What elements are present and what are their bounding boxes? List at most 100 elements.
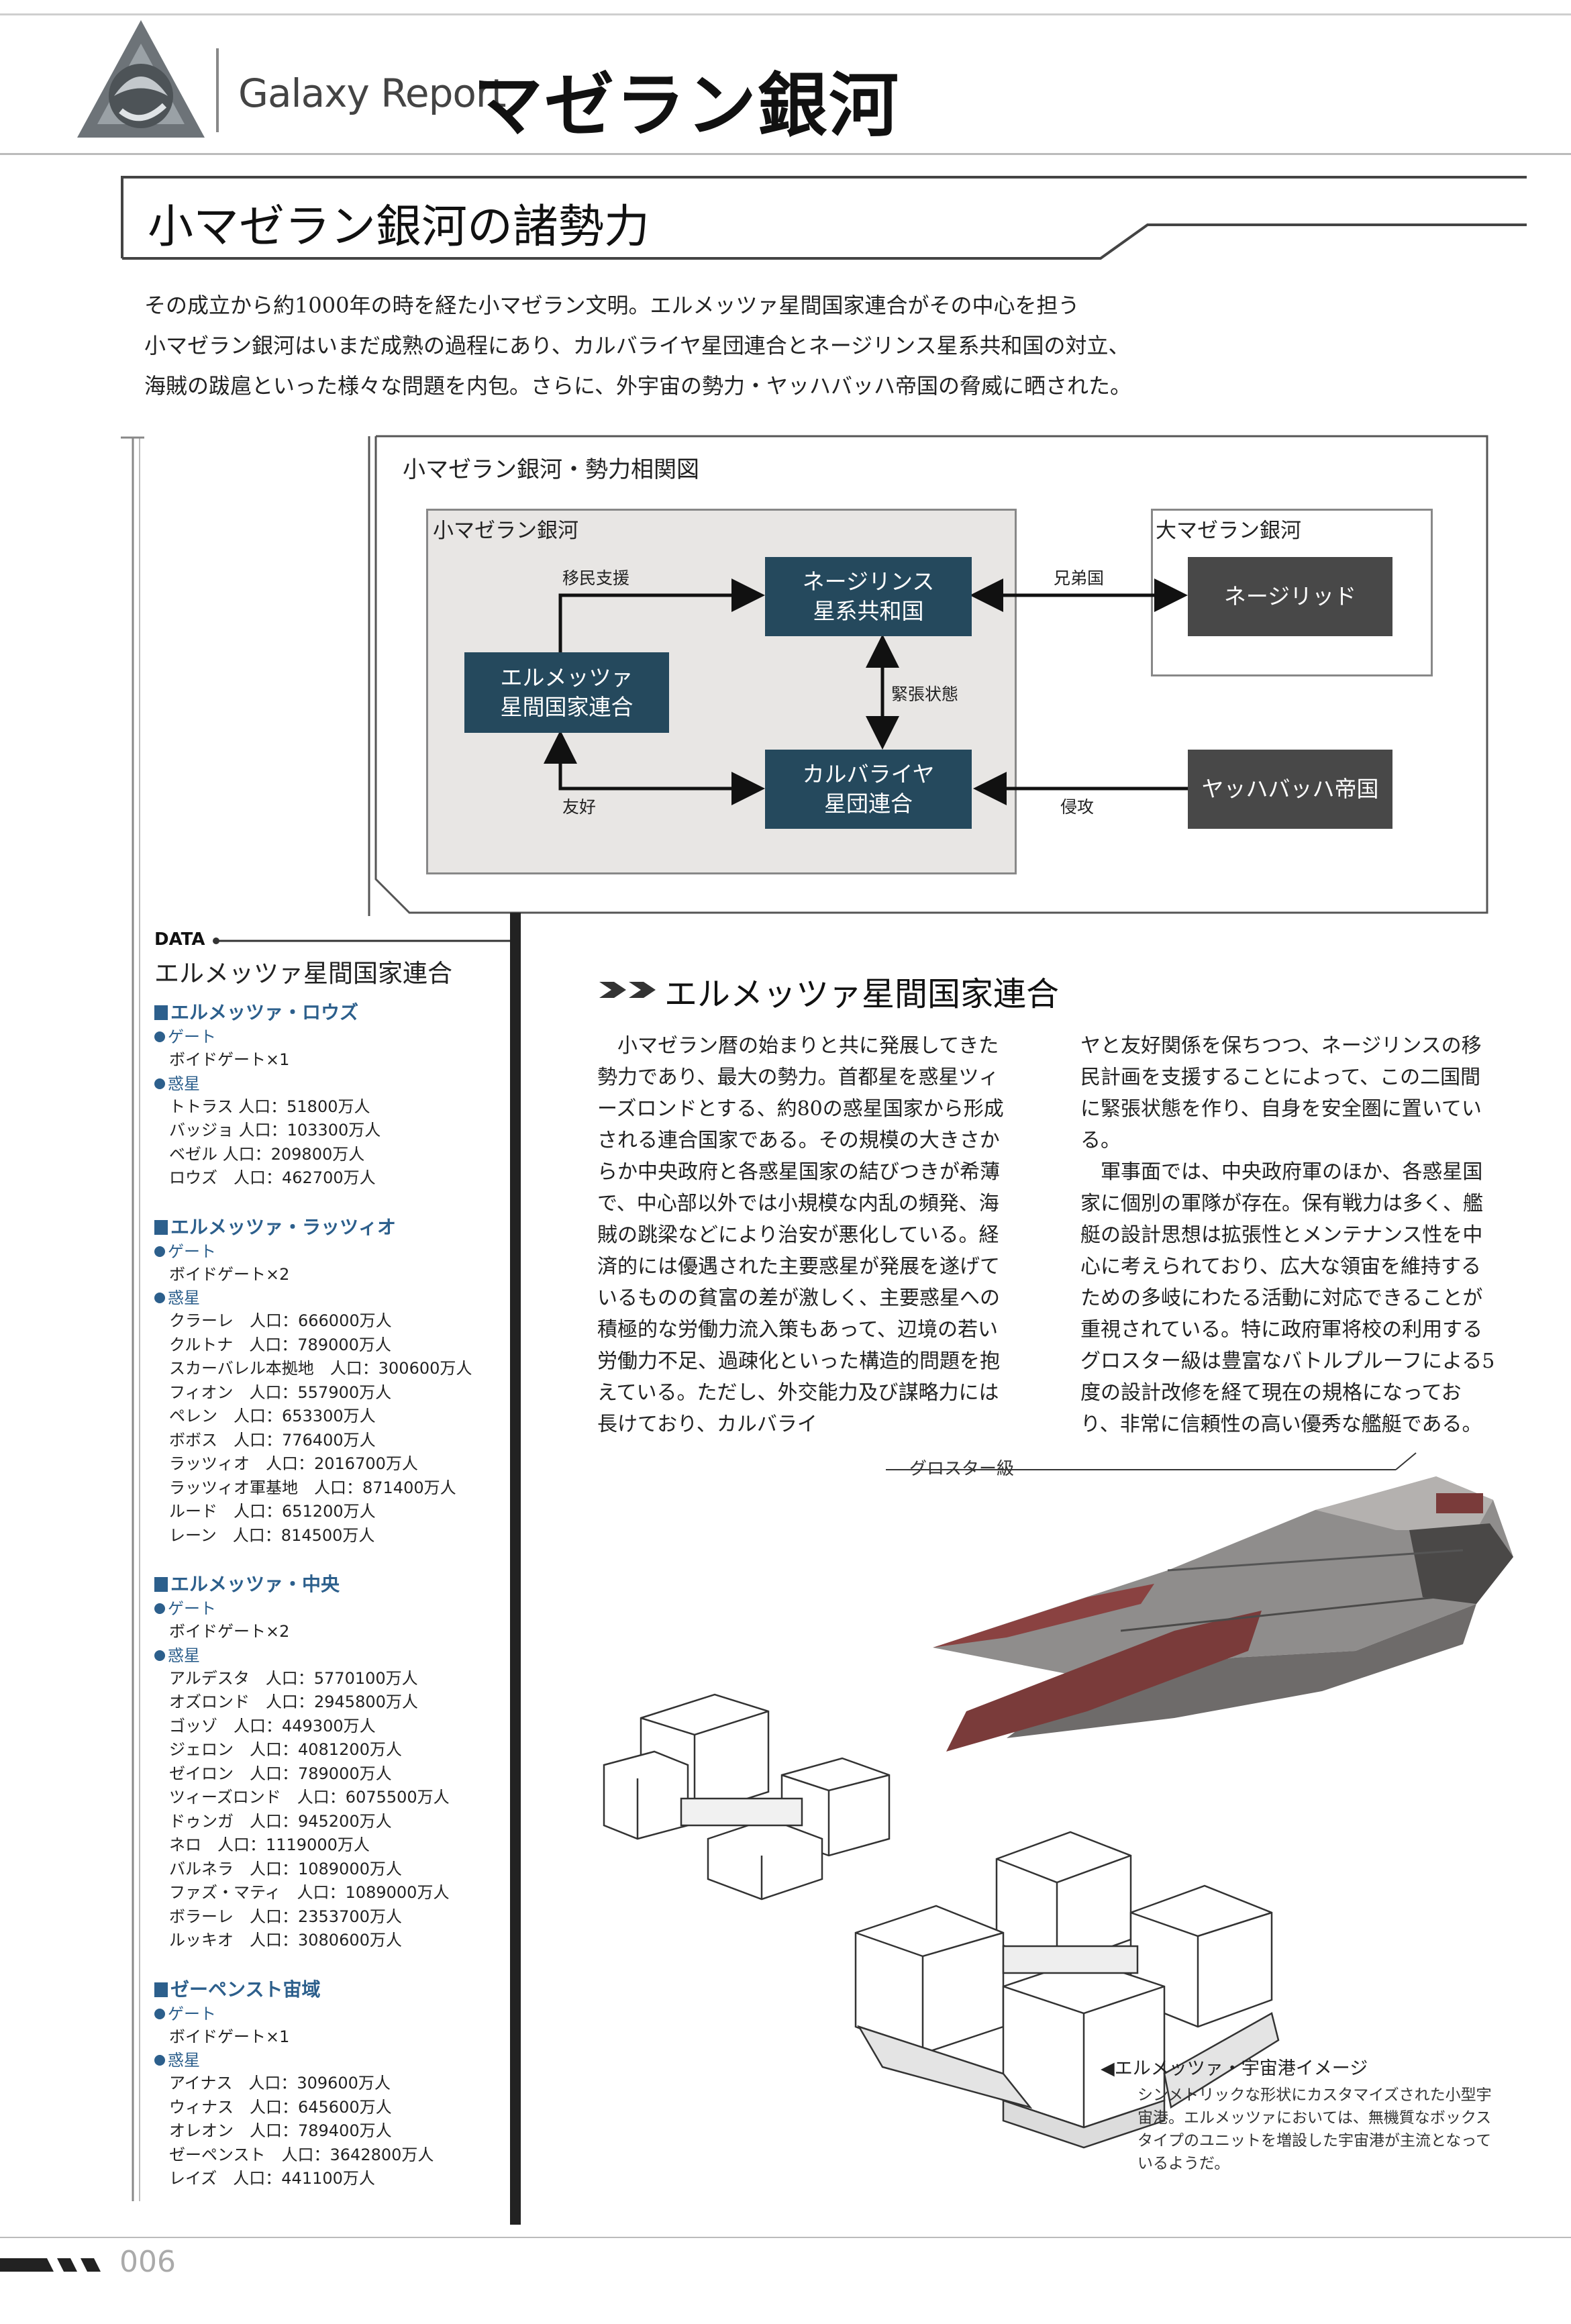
header-rule [0, 153, 1571, 155]
node-yahhabach: ヤッハバッハ帝国 [1188, 750, 1392, 829]
dot-bullet-icon [154, 1603, 165, 1614]
planet-row: レイズ 人口：441100万人 [169, 2169, 375, 2188]
section-title: 小マゼラン銀河の諸勢力 [148, 201, 650, 254]
footer-rule [0, 2237, 1571, 2272]
edge-friendship [544, 730, 765, 805]
region-block: エルメッツァ・ラッツィオ ゲート ボイドゲート×2 惑星 クラーレ 人口：666… [154, 1215, 490, 1548]
header-top-rule [0, 13, 1571, 15]
gate-value: ボイドゲート×2 [169, 1264, 290, 1284]
planet-heading: 惑星 [154, 1644, 490, 1667]
intro-line: 海賊の跋扈といった様々な問題を内包。さらに、外宇宙の勢力・ヤッハバッハ帝国の脅威… [144, 373, 1132, 399]
planet-row: ルード 人口：651200万人 [169, 1502, 376, 1521]
gate-label: ゲート [168, 1242, 216, 1261]
data-sidebar-frame [121, 436, 510, 2201]
planet-row: ドゥンガ 人口：945200万人 [169, 1811, 392, 1831]
planet-row: ツィーズロンド 人口：6075500万人 [169, 1788, 450, 1807]
node-nejirid: ネージリッド [1188, 557, 1392, 636]
article-column-1: 小マゼラン暦の始まりと共に発展してきた勢力であり、最大の勢力。首都星を惑星ツィー… [597, 1030, 1013, 1440]
ship-caption: グロスター級 [909, 1459, 1015, 1479]
planet-label: 惑星 [168, 1289, 200, 1307]
planet-row: ゼイロン 人口：789000万人 [169, 1764, 392, 1783]
region-block: ゼーペンスト宙域 ゲート ボイドゲート×1 惑星 アイナス 人口：309600万… [154, 1977, 490, 2191]
planet-row: スカーバレル本拠地 人口：300600万人 [169, 1359, 472, 1378]
gate-heading: ゲート [154, 1025, 490, 1048]
planet-row: ジェロン 人口：4081200万人 [169, 1740, 402, 1759]
data-title: エルメッツァ星間国家連合 [154, 959, 452, 988]
planet-row: オレオン 人口：789400万人 [169, 2121, 392, 2140]
planet-row: フィオン 人口：557900万人 [169, 1382, 392, 1402]
planet-heading: 惑星 [154, 2049, 490, 2072]
spaceport-line-art-image [603, 1693, 1280, 2149]
square-bullet-icon [154, 1005, 168, 1020]
region-name-text: エルメッツァ・中央 [170, 1573, 340, 1595]
region-name: エルメッツァ・ラッツィオ [154, 1215, 490, 1240]
region-name-text: エルメッツァ・ラッツィオ [170, 1215, 397, 1238]
small-magellan-label: 小マゼラン銀河 [433, 519, 578, 543]
planet-row: オズロンド 人口：2945800万人 [169, 1693, 418, 1711]
node-kalbaraiya: カルバライヤ 星団連合 [765, 750, 972, 829]
planet-row: アイナス 人口：309600万人 [169, 2074, 391, 2092]
gate-value: ボイドゲート×1 [169, 1050, 290, 1069]
intro-line: その成立から約1000年の時を経た小マゼラン文明。エルメッツァ星間国家連合がその… [144, 293, 1080, 318]
planet-row: ネロ 人口：1119000万人 [169, 1835, 370, 1854]
planet-row: アルデスタ 人口：5770100万人 [169, 1668, 418, 1688]
planet-row: ラッツィオ 人口：2016700万人 [169, 1454, 418, 1473]
header-divider [216, 48, 219, 132]
article-paragraph: 軍事面では、中央政府軍のほか、各惑星国家に個別の軍隊が存在。保有戦力は多く、艦艇… [1080, 1160, 1495, 1436]
node-nejirins: ネージリンス 星系共和国 [765, 557, 972, 636]
data-region-list: エルメッツァ・ロウズ ゲート ボイドゲート×1 惑星 トトラス 人口：51800… [154, 1000, 490, 2191]
gate-heading: ゲート [154, 2003, 490, 2025]
edge-immigration [558, 578, 765, 652]
dot-bullet-icon [154, 2055, 165, 2066]
planet-row: ペレン 人口：653300万人 [169, 1407, 376, 1425]
node-elmezza: エルメッツァ 星間国家連合 [464, 652, 669, 733]
planet-row: バルネラ 人口：1089000万人 [169, 1859, 402, 1878]
edge-label-invasion: 侵攻 [1060, 797, 1095, 817]
intro-text: その成立から約1000年の時を経た小マゼラン文明。エルメッツァ星間国家連合がその… [144, 285, 1419, 406]
planet-label: 惑星 [168, 1646, 200, 1665]
region-name: エルメッツァ・ロウズ [154, 1000, 490, 1025]
galaxy-report-emblem-icon [77, 20, 205, 138]
dot-bullet-icon [154, 1078, 165, 1089]
data-tag: DATA [154, 929, 205, 950]
planet-row: ファズ・マティ 人口：1089000万人 [169, 1883, 450, 1902]
planet-row: ゼーペンスト 人口：3642800万人 [169, 2145, 434, 2164]
gate-heading: ゲート [154, 1240, 490, 1263]
gate-heading: ゲート [154, 1597, 490, 1620]
article-title: エルメッツァ星間国家連合 [664, 975, 1060, 1013]
dot-bullet-icon [154, 1031, 165, 1042]
planet-row: クルトナ 人口：789000万人 [169, 1335, 391, 1354]
section-title-frame [121, 176, 1527, 260]
region-block: エルメッツァ・ロウズ ゲート ボイドゲート×1 惑星 トトラス 人口：51800… [154, 1000, 490, 1191]
planet-row: ベゼル 人口：209800万人 [169, 1144, 365, 1164]
edge-label-brother: 兄弟国 [1054, 568, 1105, 588]
square-bullet-icon [154, 1219, 168, 1235]
dot-bullet-icon [154, 1246, 165, 1257]
article-column-2: ヤと友好関係を保ちつつ、ネージリンスの移民計画を支援することによって、この二国間… [1080, 1030, 1497, 1440]
gate-value: ボイドゲート×2 [169, 1622, 290, 1641]
article-paragraph: 小マゼラン暦の始まりと共に発展してきた勢力であり、最大の勢力。首都星を惑星ツィー… [597, 1034, 1004, 1436]
planet-label: 惑星 [168, 1074, 200, 1093]
diagram-frame [368, 435, 1488, 916]
page-number: 006 [119, 2245, 176, 2279]
planet-row: ボラーレ 人口：2353700万人 [169, 1907, 402, 1926]
dot-bullet-icon [154, 1293, 165, 1303]
spaceport-caption-title: ◀エルメッツァ・宇宙港イメージ [1101, 2058, 1368, 2079]
planet-row: クラーレ 人口：666000万人 [169, 1311, 392, 1330]
double-arrow-icon [599, 982, 656, 998]
planet-row: ロウズ 人口：462700万人 [169, 1168, 376, 1187]
article-paragraph: ヤと友好関係を保ちつつ、ネージリンスの移民計画を支援することによって、この二国間… [1080, 1034, 1482, 1152]
dot-bullet-icon [154, 1650, 165, 1661]
gate-label: ゲート [168, 1599, 216, 1618]
edge-label-tension: 緊張状態 [891, 685, 959, 704]
planet-row: ウィナス 人口：645600万人 [169, 2097, 392, 2117]
gate-value: ボイドゲート×1 [169, 2027, 290, 2046]
column-divider-bar [510, 913, 521, 2225]
planet-heading: 惑星 [154, 1286, 490, 1309]
planet-row: トトラス 人口：51800万人 [169, 1097, 370, 1116]
spaceport-caption-body: シンメトリックな形状にカスタマイズされた小型宇宙港。エルメッツァにおいては、無機… [1137, 2086, 1492, 2172]
planet-row: レーン 人口：814500万人 [169, 1525, 375, 1545]
planet-label: 惑星 [168, 2051, 200, 2070]
planet-row: ルッキオ 人口：3080600万人 [169, 1931, 402, 1950]
glocester-class-ship-image [886, 1452, 1513, 1752]
